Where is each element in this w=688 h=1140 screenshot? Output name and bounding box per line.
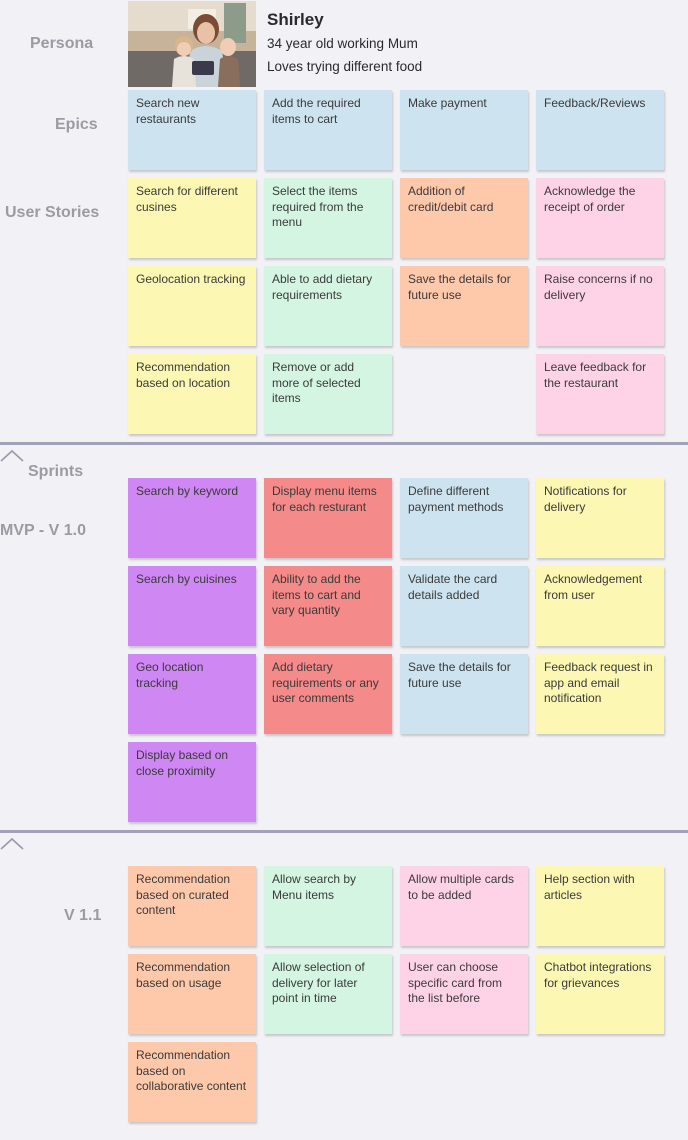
sprint-card[interactable]: Ability to add the items to cart and var… [264,566,392,646]
sprint-card[interactable]: Recommendation based on curated content [128,866,256,946]
chevron-up-icon[interactable] [0,836,24,850]
sprint-card[interactable]: Add dietary requirements or any user com… [264,654,392,734]
sprints-label: Sprints [28,463,84,480]
user-story-card[interactable]: Leave feedback for the restaurant [536,354,664,434]
user-story-card[interactable]: Save the details for future use [400,266,528,346]
sprint-card[interactable]: User can choose specific card from the l… [400,954,528,1034]
chevron-up-icon[interactable] [0,448,24,462]
persona-food-description: Loves trying different food [267,59,423,74]
sprint-card[interactable]: Geo location tracking [128,654,256,734]
user-story-card[interactable]: Recommendation based on location [128,354,256,434]
persona-label: Persona [30,35,94,52]
sprint-card[interactable]: Display based on close proximity [128,742,256,822]
epic-card[interactable]: Make payment [400,90,528,170]
sprint-card[interactable]: Chatbot integrations for grievances [536,954,664,1034]
user-story-card[interactable]: Select the items required from the menu [264,178,392,258]
sprint-card[interactable]: Validate the card details added [400,566,528,646]
epic-card[interactable]: Search new restaurants [128,90,256,170]
section-divider [0,830,688,833]
user-story-card[interactable]: Raise concerns if no delivery [536,266,664,346]
persona-photo [128,1,256,87]
sprint-card[interactable]: Allow search by Menu items [264,866,392,946]
epic-card[interactable]: Add the required items to cart [264,90,392,170]
sprint-card[interactable]: Allow multiple cards to be added [400,866,528,946]
sprint-card[interactable]: Display menu items for each resturant [264,478,392,558]
sprint-card[interactable]: Notifications for delivery [536,478,664,558]
sprint-card[interactable]: Define different payment methods [400,478,528,558]
epics-label: Epics [55,116,98,133]
sprint-card[interactable]: Search by cuisines [128,566,256,646]
user-story-card[interactable]: Geolocation tracking [128,266,256,346]
sprint-card[interactable]: Acknowledgement from user [536,566,664,646]
sprint-card[interactable]: Allow selection of delivery for later po… [264,954,392,1034]
sprint-card[interactable]: Save the details for future use [400,654,528,734]
user-story-card[interactable]: Remove or add more of selected items [264,354,392,434]
user-story-card[interactable]: Acknowledge the receipt of order [536,178,664,258]
mother-children-photo-icon [128,1,256,87]
epic-card[interactable]: Feedback/Reviews [536,90,664,170]
sprint-card[interactable]: Help section with articles [536,866,664,946]
sprint-card[interactable]: Search by keyword [128,478,256,558]
user-story-card[interactable]: Addition of credit/debit card [400,178,528,258]
persona-name: Shirley [267,10,324,29]
v11-release-label: V 1.1 [64,907,102,924]
user-story-card[interactable]: Able to add dietary requirements [264,266,392,346]
sprint-card[interactable]: Recommendation based on collaborative co… [128,1042,256,1122]
user-story-card[interactable]: Search for different cusines [128,178,256,258]
sprint-card[interactable]: Feedback request in app and email notifi… [536,654,664,734]
user-stories-label: User Stories [5,204,100,221]
sprint-card[interactable]: Recommendation based on usage [128,954,256,1034]
mvp-release-label: MVP - V 1.0 [0,522,86,539]
section-divider [0,442,688,445]
persona-age-description: 34 year old working Mum [267,36,418,51]
